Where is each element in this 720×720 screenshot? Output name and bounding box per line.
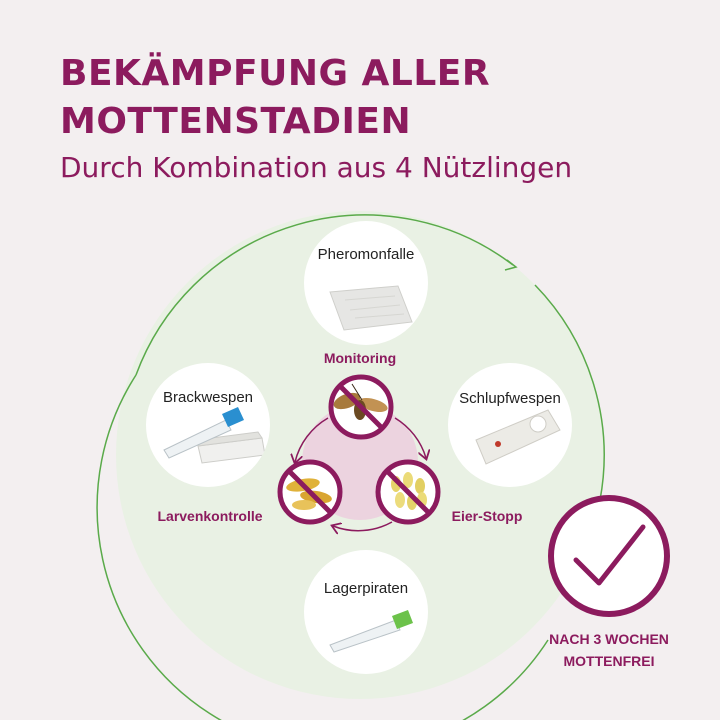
checkmark-icon: [573, 524, 646, 586]
eggs-prohibited-icon: [375, 459, 441, 525]
stage-label-larvenkontrolle: Larvenkontrolle: [157, 508, 263, 524]
product-label-brackwespen: Brackwespen: [162, 389, 254, 406]
cycle-arrow-eggs-to-larvae: [333, 521, 393, 531]
cycle-arrow-monitoring-to-larvae: [295, 417, 329, 462]
product-bubble-pheromonfalle: [304, 221, 428, 345]
product-bubble-brackwespen: [146, 363, 270, 487]
test-tube-image: [163, 407, 244, 459]
larvae-prohibited-icon: [277, 459, 343, 525]
product-label-lagerpiraten: Lagerpiraten: [323, 580, 409, 597]
stage-label-monitoring: Monitoring: [323, 350, 397, 366]
cycle-arrow-head: [504, 259, 518, 271]
result-text: NACH 3 WOCHEN MOTTENFREI: [549, 628, 669, 672]
page-title: BEKÄMPFUNG ALLER MOTTENSTADIEN: [60, 50, 490, 146]
adult-moth-prohibited-icon: [328, 374, 394, 440]
result-badge: [548, 495, 670, 617]
cycle-outline-arc-right: [534, 284, 605, 501]
page-subtitle: Durch Kombination aus 4 Nützlingen: [60, 151, 573, 184]
product-label-schlupfwespen: Schlupfwespen: [459, 390, 561, 407]
title-line-2: MOTTENSTADIEN: [60, 101, 412, 142]
vial-image: [329, 610, 413, 653]
product-bubble-schlupfwespen: [448, 363, 572, 487]
product-bubble-lagerpiraten: [304, 550, 428, 674]
stage-label-eier-stopp: Eier-Stopp: [451, 508, 523, 524]
cycle-arrow-monitoring-to-eggs: [394, 417, 426, 458]
cycle-outline-arc-bottom: [96, 374, 549, 720]
result-line-1: NACH 3 WOCHEN: [549, 631, 669, 647]
product-label-pheromonfalle: Pheromonfalle: [317, 246, 415, 263]
title-line-1: BEKÄMPFUNG ALLER: [60, 53, 491, 94]
cycle-outline-arc-top: [135, 214, 514, 376]
result-line-2: MOTTENFREI: [563, 653, 655, 669]
